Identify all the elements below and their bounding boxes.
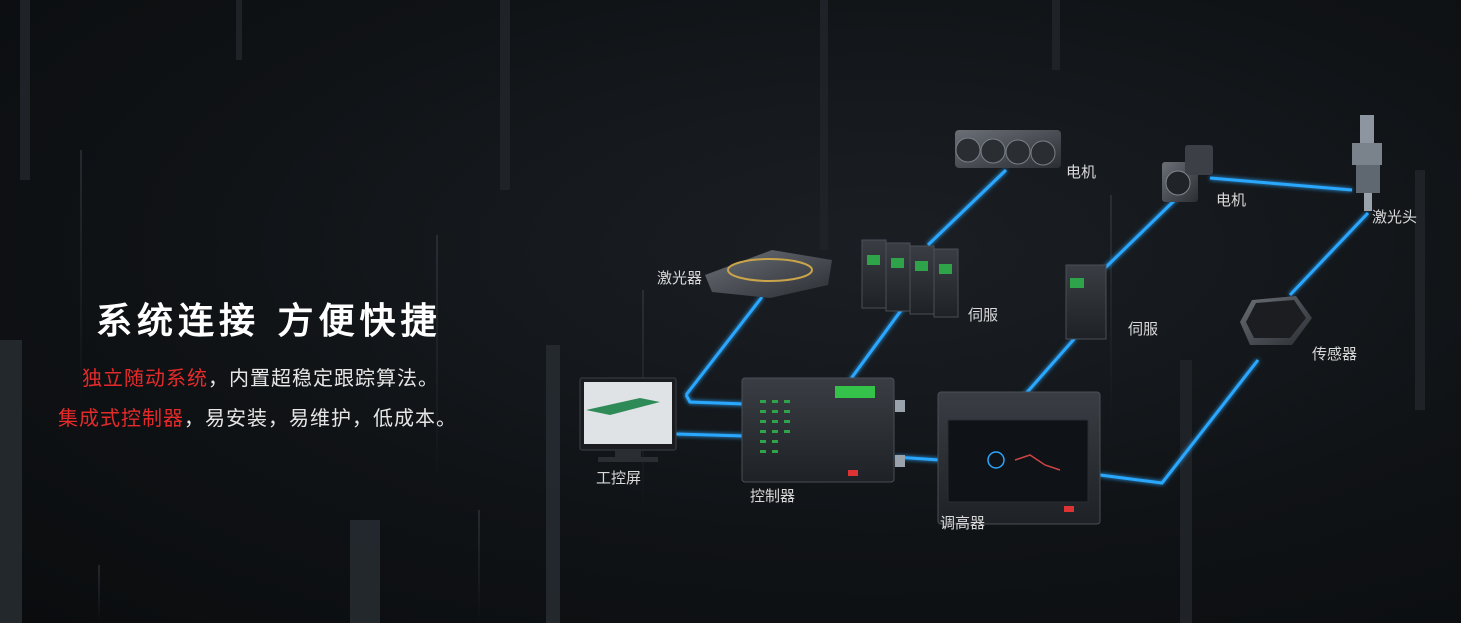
label-height-controller: 调高器 [940,514,985,532]
servo-drive-icon [1065,264,1107,340]
connection-lines [675,168,1370,485]
servo-drives-icon [861,239,959,318]
label-laser: 激光器 [657,269,702,287]
label-laser-head: 激光头 [1372,208,1417,226]
feature-line-2: 集成式控制器，易安装，易维护，低成本。 [58,402,457,431]
label-motor-right: 电机 [1216,191,1246,209]
feature-line-2-highlight: 集成式控制器 [58,406,184,430]
feature-line-2-text: ，易安装，易维护，低成本。 [184,406,457,430]
laser-head-icon [1352,115,1382,211]
servo-motor-icon [1162,145,1213,202]
label-servo-left: 伺服 [968,306,998,324]
feature-line-1-text: ，内置超稳定跟踪算法。 [208,366,439,390]
label-screen: 工控屏 [596,469,641,487]
servo-motors-icon [955,130,1061,168]
label-motor-left: 电机 [1066,163,1096,181]
headline: 系统连接 方便快捷 [96,301,442,342]
feature-line-1-highlight: 独立随动系统 [82,366,208,390]
label-controller: 控制器 [750,487,795,505]
laser-source-icon [705,250,832,298]
height-controller-icon [937,391,1101,525]
sensor-icon [1240,296,1312,345]
controller-icon [741,377,905,483]
label-servo-right: 伺服 [1128,320,1158,338]
label-sensor: 传感器 [1312,345,1357,363]
feature-line-1: 独立随动系统，内置超稳定跟踪算法。 [82,362,439,391]
industrial-screen-icon [579,377,677,462]
